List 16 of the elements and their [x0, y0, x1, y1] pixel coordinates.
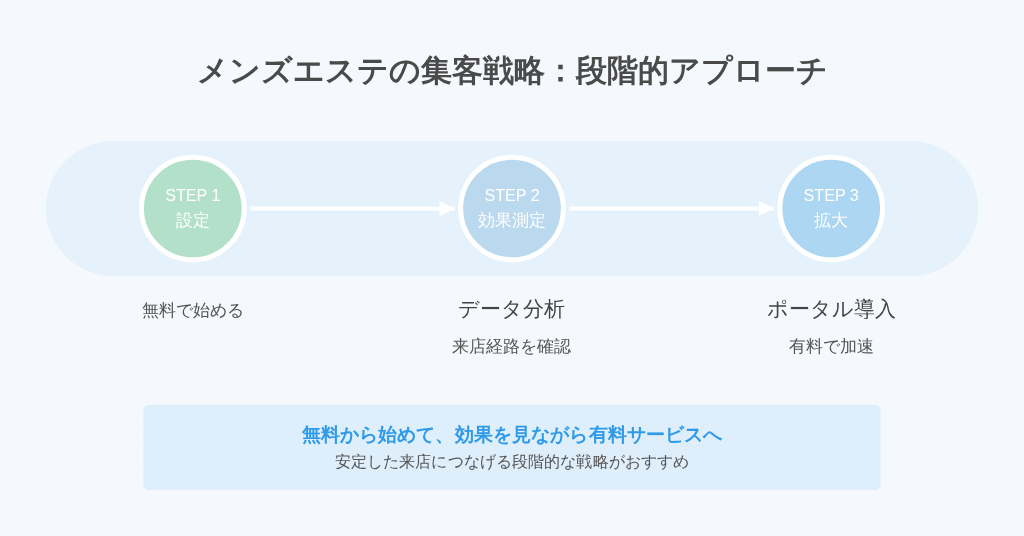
step-caption: 来店経路を確認	[452, 337, 572, 357]
arrow	[250, 200, 455, 217]
step-name: 設定	[175, 210, 210, 230]
summary-heading: 無料から始めて、効果を見ながら有料サービスへ	[301, 424, 723, 446]
step-name: 拡大	[814, 210, 849, 230]
arrow	[569, 200, 774, 217]
step-caption: 有料で加速	[788, 337, 874, 357]
step-caption-title: ポータル導入	[766, 297, 896, 321]
step-caption: 無料で始める	[141, 301, 244, 321]
step-name: 効果測定	[477, 210, 547, 230]
diagram-title: メンズエステの集客戦略：段階的アプローチ	[196, 53, 828, 88]
step-number: STEP 2	[484, 186, 540, 204]
step-number: STEP 1	[165, 186, 221, 204]
step-number: STEP 3	[803, 186, 859, 204]
step-caption-title: データ分析	[458, 297, 566, 321]
summary-text: 安定した来店につなげる段階的な戦略がおすすめ	[334, 452, 690, 470]
